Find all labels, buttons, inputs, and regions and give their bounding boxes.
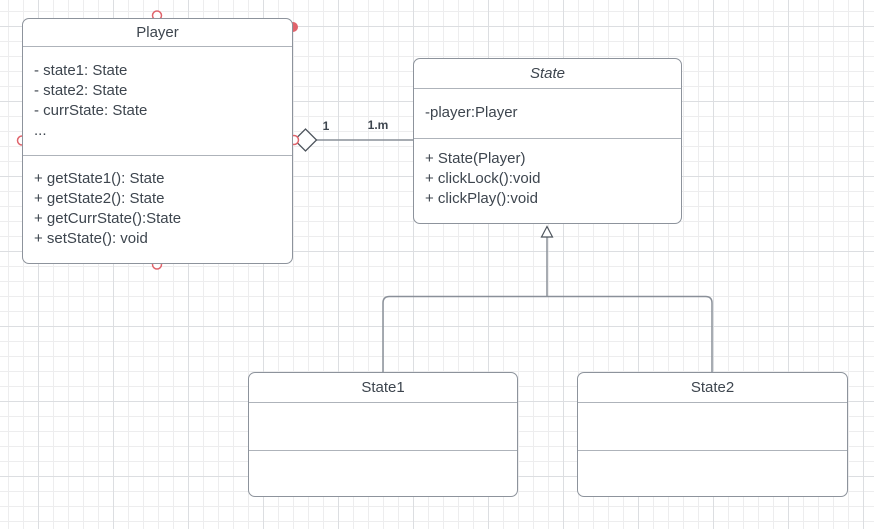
class-member: ... bbox=[34, 122, 47, 139]
class-member: - state2: State bbox=[34, 82, 128, 99]
class-state2-methods bbox=[578, 451, 847, 496]
inheritance-triangle-icon bbox=[540, 225, 554, 238]
class-state1-title: State1 bbox=[249, 373, 517, 403]
class-state[interactable]: State -player:Player + State(Player) + cl… bbox=[413, 58, 682, 224]
class-member: + getCurrState():State bbox=[34, 210, 182, 227]
class-member: - currState: State bbox=[34, 102, 148, 119]
class-player-methods: + getState1(): State + getState2(): State… bbox=[23, 156, 292, 263]
class-member: + clickPlay():void bbox=[425, 190, 538, 207]
class-state1[interactable]: State1 bbox=[248, 372, 518, 497]
class-state2-title: State2 bbox=[578, 373, 847, 403]
class-member: - state1: State bbox=[34, 62, 128, 79]
class-player-title: Player bbox=[23, 19, 292, 47]
class-member: -player:Player bbox=[425, 104, 518, 121]
class-member: + getState1(): State bbox=[34, 170, 165, 187]
generalization-edge-state1[interactable] bbox=[382, 295, 547, 373]
class-state2[interactable]: State2 bbox=[577, 372, 848, 497]
class-member: + setState(): void bbox=[34, 230, 148, 247]
generalization-edge-state2[interactable] bbox=[547, 295, 713, 373]
class-member: + clickLock():void bbox=[425, 170, 541, 187]
multiplicity-label-target: 1.m bbox=[367, 118, 389, 132]
class-state-attributes: -player:Player bbox=[414, 89, 681, 139]
class-player[interactable]: Player - state1: State - state2: State - c… bbox=[22, 18, 293, 264]
class-state1-attributes bbox=[249, 403, 517, 451]
multiplicity-label-source: 1 bbox=[322, 119, 330, 133]
class-state2-attributes bbox=[578, 403, 847, 451]
class-state-title: State bbox=[414, 59, 681, 89]
class-member: + State(Player) bbox=[425, 150, 526, 167]
class-state1-methods bbox=[249, 451, 517, 496]
class-state-methods: + State(Player) + clickLock():void + click… bbox=[414, 139, 681, 223]
class-player-attributes: - state1: State - state2: State - currStat… bbox=[23, 47, 292, 156]
class-member: + getState2(): State bbox=[34, 190, 165, 207]
aggregation-diamond-icon[interactable] bbox=[293, 128, 318, 152]
